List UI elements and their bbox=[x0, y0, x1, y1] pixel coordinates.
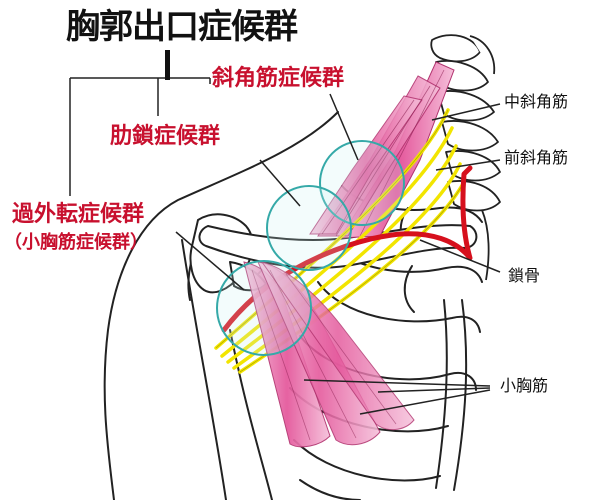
costoclavicular-syndrome-label: 肋鎖症候群 bbox=[110, 124, 221, 149]
hyperabduction-syndrome-label: 過外転症候群 bbox=[12, 202, 145, 227]
hyperabduction-zone-circle bbox=[216, 260, 312, 356]
pectoralis-minor-syndrome-label: （小胸筋症候群） bbox=[4, 232, 148, 253]
scalene-muscles bbox=[309, 61, 455, 239]
scalene-zone-circle bbox=[319, 140, 405, 226]
anterior-scalene-label: 前斜角筋 bbox=[504, 148, 569, 167]
middle-scalene-label: 中斜角筋 bbox=[504, 92, 569, 111]
pectoralis-minor-label: 小胸筋 bbox=[500, 376, 549, 395]
title: 胸郭出口症候群 bbox=[66, 7, 298, 47]
costoclavicular-zone-circle bbox=[266, 185, 352, 271]
title-connector bbox=[165, 50, 170, 80]
clavicle-label: 鎖骨 bbox=[508, 266, 541, 285]
scalene-syndrome-label: 斜角筋症候群 bbox=[212, 66, 345, 91]
leader-lines bbox=[69, 52, 501, 415]
compression-zones bbox=[216, 140, 405, 356]
pectoralis-minor-muscle bbox=[243, 261, 415, 448]
